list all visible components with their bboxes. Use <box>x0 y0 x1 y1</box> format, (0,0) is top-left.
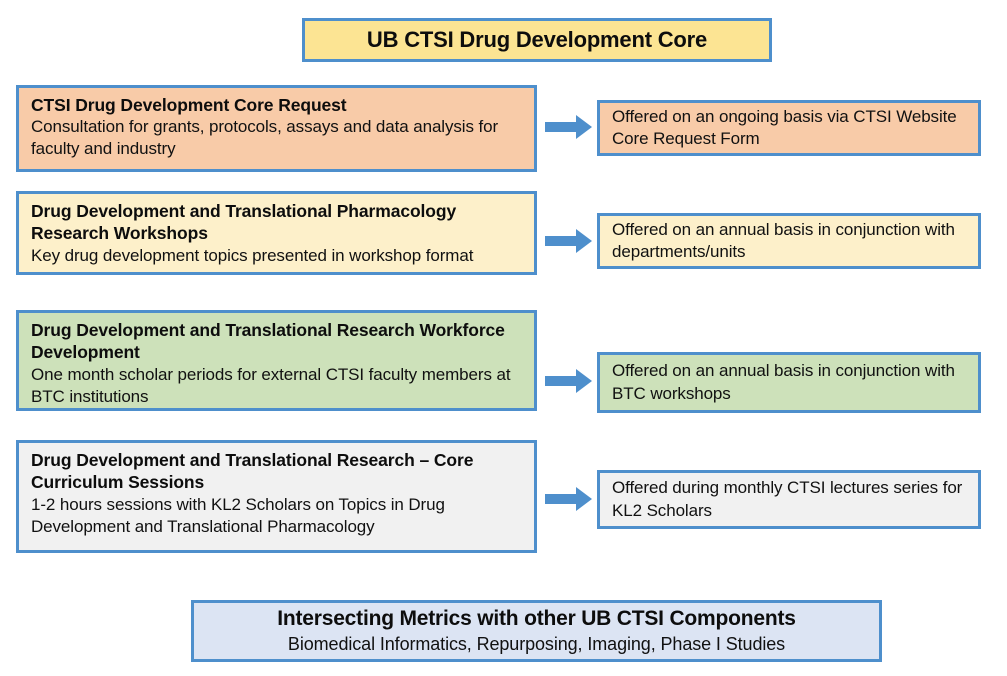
program-title: Drug Development and Translational Resea… <box>31 450 474 493</box>
program-description: 1-2 hours sessions with KL2 Scholars on … <box>31 494 445 536</box>
footer-title: Intersecting Metrics with other UB CTSI … <box>277 607 796 631</box>
program-title: CTSI Drug Development Core Request <box>31 95 347 115</box>
note-text: Offered on an annual basis in conjunctio… <box>612 361 955 403</box>
program-box-core-curriculum-sessions: Drug Development and Translational Resea… <box>16 440 537 553</box>
program-description: Key drug development topics presented in… <box>31 245 474 265</box>
program-box-workforce-development: Drug Development and Translational Resea… <box>16 310 537 411</box>
note-box-annual-btc-workshops: Offered on an annual basis in conjunctio… <box>597 352 981 413</box>
footer-banner: Intersecting Metrics with other UB CTSI … <box>191 600 882 662</box>
program-title: Drug Development and Translational Pharm… <box>31 201 457 244</box>
note-text: Offered during monthly CTSI lectures ser… <box>612 478 963 520</box>
note-box-annual-departments-units: Offered on an annual basis in conjunctio… <box>597 213 981 269</box>
header-banner: UB CTSI Drug Development Core <box>302 18 772 62</box>
right-arrow-icon <box>545 229 592 253</box>
right-arrow-icon <box>545 369 592 393</box>
right-arrow-icon <box>545 115 592 139</box>
right-arrow-icon <box>545 487 592 511</box>
program-title: Drug Development and Translational Resea… <box>31 320 505 363</box>
note-text: Offered on an ongoing basis via CTSI Web… <box>612 106 957 148</box>
program-description: Consultation for grants, protocols, assa… <box>31 117 499 159</box>
program-box-ctsi-drug-development-core-request: CTSI Drug Development Core Request Consu… <box>16 85 537 172</box>
note-box-monthly-ctsi-lectures: Offered during monthly CTSI lectures ser… <box>597 470 981 529</box>
program-description: One month scholar periods for external C… <box>31 364 511 406</box>
diagram-title: UB CTSI Drug Development Core <box>366 27 708 52</box>
program-box-research-workshops: Drug Development and Translational Pharm… <box>16 191 537 275</box>
footer-subtitle: Biomedical Informatics, Repurposing, Ima… <box>287 634 786 655</box>
note-text: Offered on an annual basis in conjunctio… <box>612 219 955 261</box>
note-box-ongoing-core-request: Offered on an ongoing basis via CTSI Web… <box>597 100 981 156</box>
